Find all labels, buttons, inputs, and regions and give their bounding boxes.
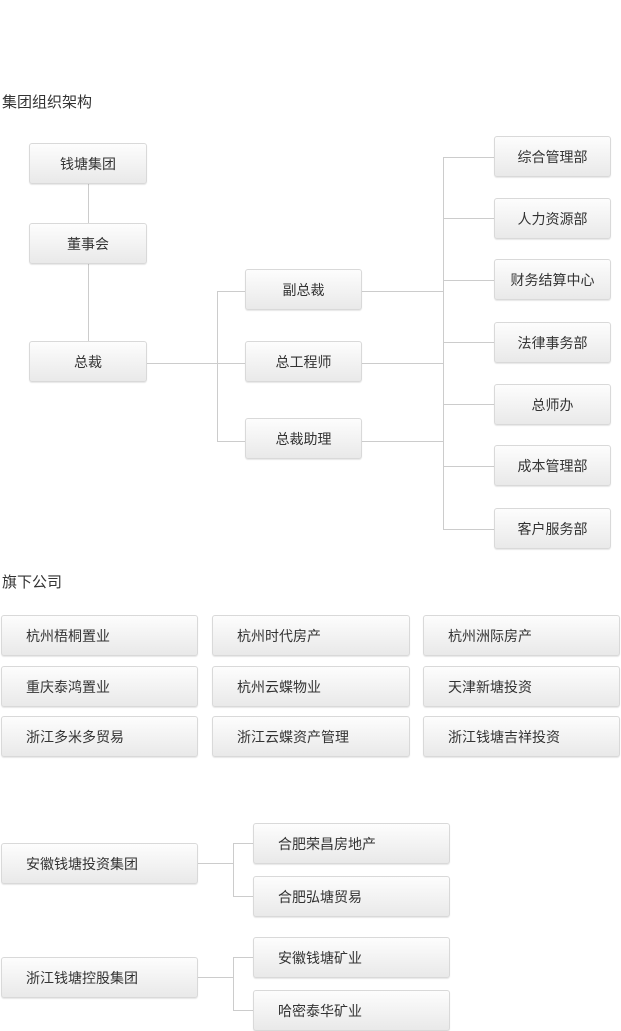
org-node-department[interactable]: 法律事务部 [494,322,611,363]
connector-line [88,183,89,223]
connector-line [362,441,443,442]
holding-group-card[interactable]: 浙江钱塘控股集团 [1,957,198,998]
holding-child-card[interactable]: 哈密泰华矿业 [253,990,450,1031]
org-node-board[interactable]: 董事会 [29,223,147,264]
org-chart-title: 集团组织架构 [2,93,93,111]
org-node-department[interactable]: 综合管理部 [494,136,611,177]
holding-group-card[interactable]: 安徽钱塘投资集团 [1,843,198,884]
subsidiary-card[interactable]: 浙江云蝶资产管理 [212,716,410,757]
connector-line [443,157,494,158]
org-node-department[interactable]: 成本管理部 [494,445,611,486]
connector-line [217,291,218,441]
connector-line [443,342,494,343]
connector-line [233,843,234,897]
org-node-department[interactable]: 总师办 [494,384,611,425]
connector-line [217,441,245,442]
org-node-chief-engineer[interactable]: 总工程师 [245,341,362,382]
subsidiary-card[interactable]: 重庆泰鸿置业 [1,666,198,707]
connector-line [233,957,234,1011]
connector-line [147,363,217,364]
connector-line [198,977,233,978]
org-node-president-assistant[interactable]: 总裁助理 [245,418,362,459]
org-node-department[interactable]: 人力资源部 [494,198,611,239]
subsidiary-card[interactable]: 浙江多米多贸易 [1,716,198,757]
connector-line [443,529,494,530]
connector-line [233,1010,253,1011]
connector-line [443,157,444,530]
connector-line [198,863,233,864]
connector-line [217,363,245,364]
connector-line [443,280,494,281]
subsidiary-card[interactable]: 天津新塘投资 [423,666,620,707]
holding-child-card[interactable]: 安徽钱塘矿业 [253,937,450,978]
connector-line [443,404,494,405]
org-node-department[interactable]: 客户服务部 [494,508,611,549]
connector-line [88,263,89,341]
org-node-group[interactable]: 钱塘集团 [29,143,147,184]
connector-line [443,218,494,219]
connector-line [443,466,494,467]
subsidiaries-title: 旗下公司 [2,573,63,591]
subsidiary-card[interactable]: 杭州时代房产 [212,615,410,656]
subsidiary-card[interactable]: 杭州洲际房产 [423,615,620,656]
connector-line [362,291,443,292]
connector-line [233,896,253,897]
org-node-vice-president[interactable]: 副总裁 [245,269,362,310]
connector-line [217,291,245,292]
connector-line [233,957,253,958]
connector-line [362,363,443,364]
connector-line [233,843,253,844]
subsidiary-card[interactable]: 浙江钱塘吉祥投资 [423,716,620,757]
org-node-president[interactable]: 总裁 [29,341,147,382]
subsidiary-card[interactable]: 杭州云蝶物业 [212,666,410,707]
holding-child-card[interactable]: 合肥弘塘贸易 [253,876,450,917]
org-node-department[interactable]: 财务结算中心 [494,259,611,300]
subsidiary-card[interactable]: 杭州梧桐置业 [1,615,198,656]
holding-child-card[interactable]: 合肥荣昌房地产 [253,823,450,864]
